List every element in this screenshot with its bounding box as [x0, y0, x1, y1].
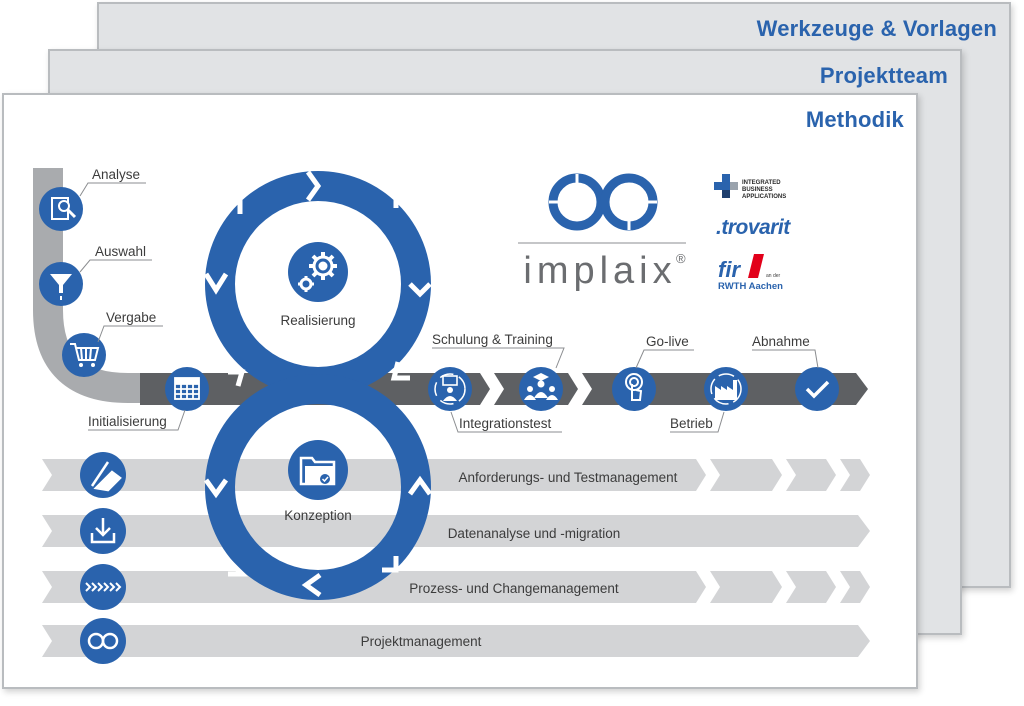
konzeption-label: Konzeption [284, 508, 352, 523]
iba-logo: INTEGRATED BUSINESS APPLICATIONS [714, 174, 786, 200]
stream-1-label: Anforderungs- und Testmanagement [459, 470, 678, 485]
folder-icon [299, 456, 336, 486]
shopping-cart-icon [70, 343, 100, 361]
stream-2-label: Datenanalyse und -migration [448, 526, 621, 541]
stream-1-icon [80, 452, 126, 498]
stream-3-label: Prozess- und Changemanagement [409, 581, 619, 596]
implaix-wordmark: implaix [523, 250, 676, 292]
label-abnahme: Abnahme [752, 334, 810, 349]
label-auswahl: Auswahl [95, 244, 146, 259]
magnifier-icon [58, 200, 70, 212]
signing-hand-icon [90, 461, 122, 492]
stream-1-chevron-1 [710, 459, 782, 491]
svg-text:BUSINESS: BUSINESS [742, 187, 773, 193]
stream-3-chevron-2 [786, 571, 836, 603]
svg-text:RWTH Aachen: RWTH Aachen [718, 281, 783, 292]
svg-text:INTEGRATED: INTEGRATED [742, 180, 781, 186]
stream-4-arrow [42, 625, 870, 657]
label-schulung: Schulung & Training [432, 332, 553, 347]
factory-icon [715, 380, 737, 400]
infinity-icon [87, 632, 119, 650]
chevrons-icon [85, 582, 122, 592]
check-icon [805, 380, 830, 399]
label-analyse: Analyse [92, 167, 140, 182]
label-initialisierung: Initialisierung [88, 414, 167, 429]
phase-vergabe [62, 333, 106, 377]
label-integrationstest: Integrationstest [459, 416, 552, 431]
stream-3-chevron-3 [840, 571, 870, 603]
label-betrieb: Betrieb [670, 416, 713, 431]
group-training-icon [524, 373, 558, 400]
fir-logo: fir an der RWTH Aachen [718, 254, 783, 292]
phase-auswahl [39, 262, 83, 306]
svg-text:fir: fir [718, 257, 741, 282]
presenter-icon [442, 375, 458, 386]
label-vergabe: Vergabe [106, 310, 156, 325]
layer-title-team: Projektteam [819, 63, 948, 88]
stream-3-arrow [42, 571, 706, 603]
download-icon [90, 518, 116, 544]
phase-integrationstest [428, 367, 472, 411]
implaix-logo: implaix ® [518, 173, 686, 292]
stream-4-icon [80, 618, 126, 664]
realisierung-label: Realisierung [280, 313, 355, 328]
phase-schulung [519, 367, 563, 411]
layer-title-method: Methodik [805, 107, 904, 132]
implaix-registered: ® [676, 251, 686, 266]
svg-text:an der: an der [766, 273, 781, 279]
stream-3-icon [80, 564, 126, 610]
phase-golive [612, 367, 656, 411]
phase-betrieb [704, 367, 748, 411]
label-golive: Go-live [646, 334, 689, 349]
phase-analyse [39, 187, 83, 231]
gears-icon [298, 252, 337, 292]
touch-icon [625, 373, 643, 401]
layer-title-tools: Werkzeuge & Vorlagen [756, 16, 997, 41]
stream-1-chevron-3 [840, 459, 870, 491]
stream-1-chevron-2 [786, 459, 836, 491]
trovarit-logo: .trovarit [716, 216, 791, 239]
funnel-icon [50, 274, 72, 293]
preselection-path-tip [34, 168, 63, 188]
phase-abnahme [795, 367, 839, 411]
svg-text:APPLICATIONS: APPLICATIONS [742, 194, 786, 200]
phase-initialisierung [165, 367, 209, 411]
phase-labels: Analyse Auswahl Vergabe Initialisierung … [79, 167, 819, 433]
stream-3-chevron-1 [710, 571, 782, 603]
stream-2-icon [80, 508, 126, 554]
stream-arrows [42, 459, 870, 657]
stream-4-label: Projektmanagement [361, 634, 482, 649]
